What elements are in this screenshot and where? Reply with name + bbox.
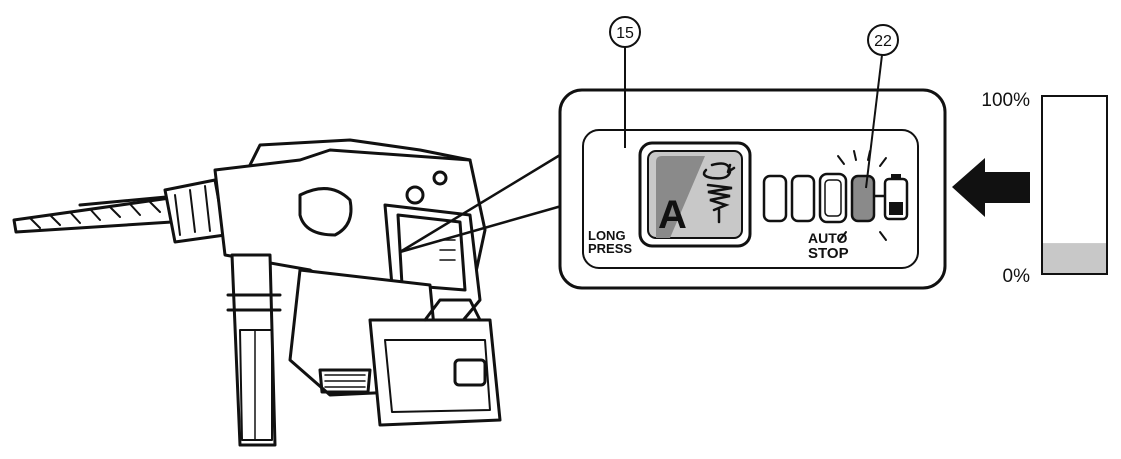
battery-icon — [874, 174, 909, 221]
gauge-label-0: 0% — [1003, 266, 1031, 287]
control-panel: A LONG PRESS — [558, 88, 947, 290]
callout-15-number: 15 — [616, 25, 634, 42]
gauge-label-100: 100% — [981, 90, 1030, 111]
hammer-drill-icon — [12, 138, 502, 447]
long-press-line-2: PRESS — [588, 241, 632, 256]
indicator-lamps — [762, 172, 848, 224]
rotation-spiral-icon — [702, 162, 736, 224]
left-arrow-icon — [952, 158, 1030, 217]
blinking-lamp — [837, 150, 887, 241]
auto-stop-line-2: STOP — [808, 245, 849, 262]
mode-letter: A — [658, 193, 687, 237]
battery-level-gauge: 100% 0% — [981, 90, 1108, 287]
gauge-level-fill — [1043, 243, 1106, 273]
callout-lines — [399, 150, 566, 254]
long-press-line-1: LONG — [588, 228, 626, 243]
auto-stop-line-1: AUTO — [808, 230, 848, 246]
callout-15: 15 — [609, 16, 641, 148]
callout-22: 22 — [865, 24, 899, 189]
mode-button[interactable]: A — [638, 141, 752, 248]
callout-22-number: 22 — [874, 33, 892, 50]
